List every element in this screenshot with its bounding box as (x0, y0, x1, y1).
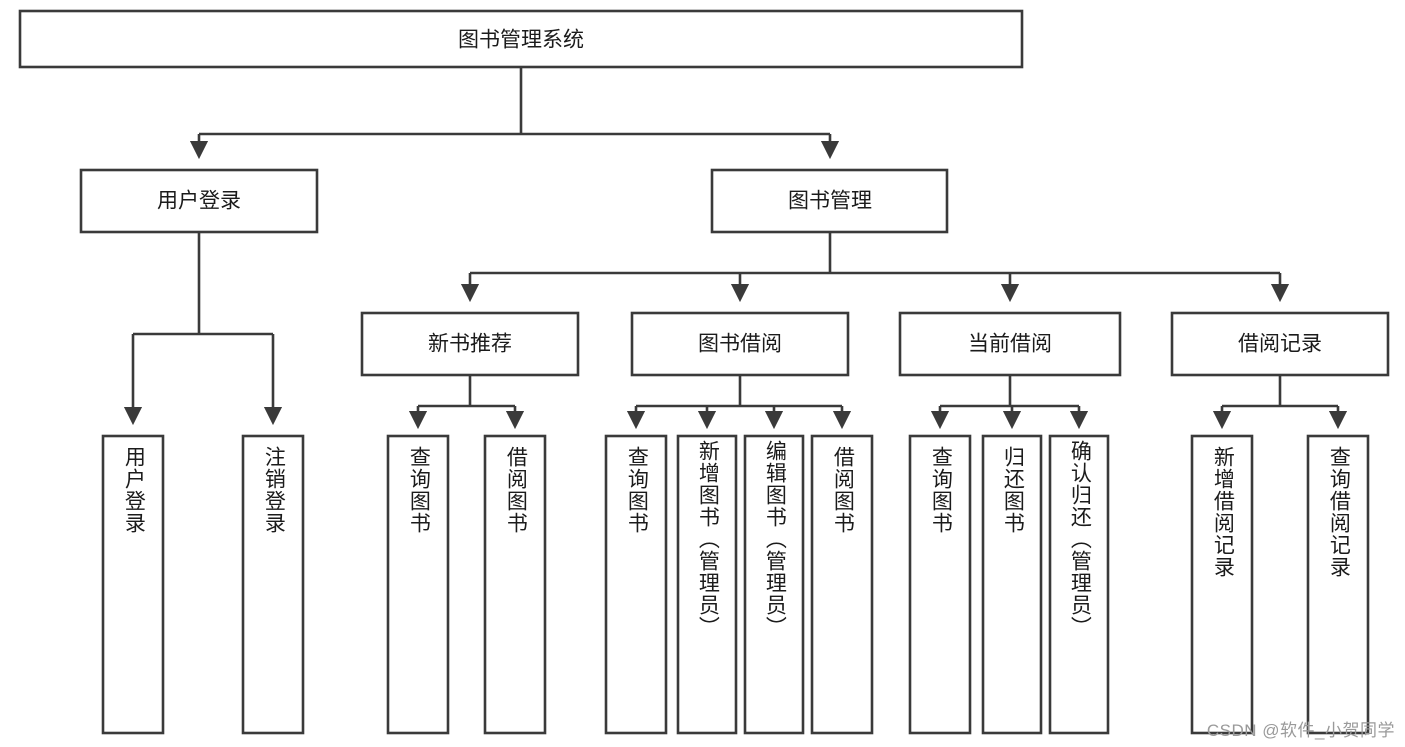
connector-current-borrow-to-leaves (930, 375, 1089, 430)
leaf-box-add-borrow-record[interactable] (1190, 434, 1254, 735)
node-root-box[interactable] (18, 9, 1024, 69)
leaf-box-return-book[interactable] (981, 434, 1043, 735)
node-book-management-label: 图书管理 (788, 190, 872, 213)
connector-new-book-recommend-to-leaves (408, 375, 525, 430)
leaf-box-confirm-return-admin[interactable] (1048, 434, 1110, 735)
leaf-box-borrow-book-1[interactable] (483, 434, 547, 735)
leaf-box-query-book-1[interactable] (386, 434, 450, 735)
node-borrow-record[interactable]: 借阅记录 (1170, 311, 1390, 377)
node-user-login[interactable]: 用户登录 (79, 168, 319, 234)
leaf-box-query-book-2[interactable] (604, 434, 668, 735)
node-user-login-label: 用户登录 (157, 190, 241, 213)
leaf-boxes (101, 434, 1370, 735)
node-user-login-box[interactable] (79, 168, 319, 234)
leaf-box-edit-book-admin[interactable] (743, 434, 805, 735)
connector-book-management-to-level3 (460, 232, 1290, 303)
node-book-borrow[interactable]: 图书借阅 (630, 311, 850, 377)
node-current-borrow[interactable]: 当前借阅 (898, 311, 1122, 377)
node-new-book-recommend-box[interactable] (360, 311, 580, 377)
node-new-book-recommend[interactable]: 新书推荐 (360, 311, 580, 377)
node-root-label: 图书管理系统 (458, 29, 584, 52)
connector-book-borrow-to-leaves (626, 375, 852, 430)
leaf-box-logout[interactable] (241, 434, 305, 735)
connector-user-login-to-leaves (123, 232, 283, 426)
leaf-box-add-book-admin[interactable] (676, 434, 738, 735)
node-current-borrow-box[interactable] (898, 311, 1122, 377)
node-new-book-recommend-label: 新书推荐 (428, 333, 512, 356)
node-book-borrow-label: 图书借阅 (698, 333, 782, 356)
node-root[interactable]: 图书管理系统 (18, 9, 1024, 69)
connector-borrow-record-to-leaves (1212, 375, 1348, 430)
leaf-box-query-borrow-record[interactable] (1306, 434, 1370, 735)
node-book-management[interactable]: 图书管理 (710, 168, 949, 234)
leaf-box-query-book-3[interactable] (908, 434, 972, 735)
leaf-box-borrow-book-2[interactable] (810, 434, 874, 735)
leaf-box-user-login[interactable] (101, 434, 165, 735)
node-borrow-record-label: 借阅记录 (1238, 333, 1322, 356)
watermark-text: CSDN @软件_小贺同学 (1206, 721, 1395, 740)
connector-root-to-level2 (189, 67, 840, 160)
node-current-borrow-label: 当前借阅 (968, 333, 1052, 356)
